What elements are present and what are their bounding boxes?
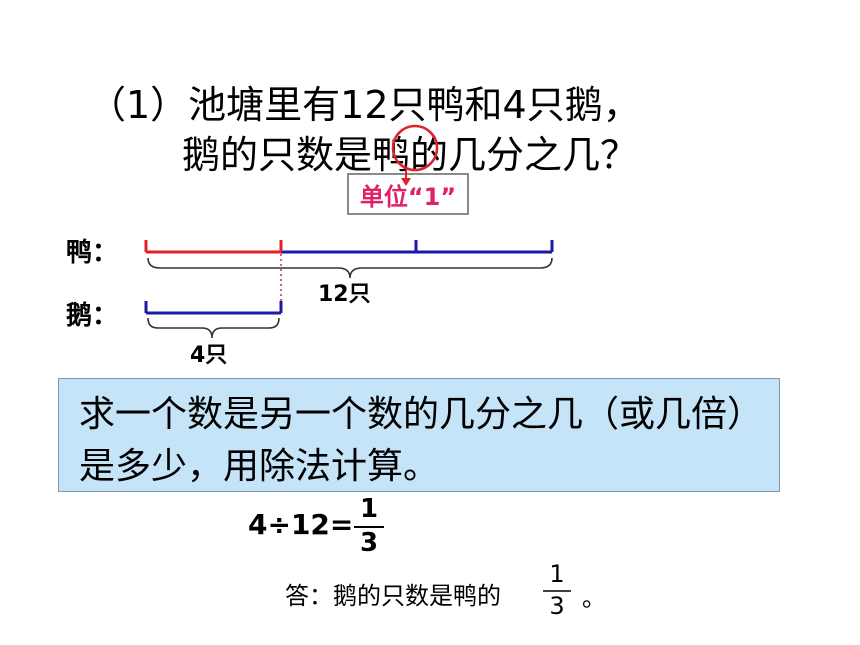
duck-total-label: 12只 [318,282,371,307]
goose-total-label: 4只 [190,343,228,368]
goose-label: 鹅： [66,301,119,331]
answer-denominator: 3 [549,592,565,620]
pointer-arrow [401,178,411,186]
goose-brace [147,317,280,339]
answer-text: 答：鹅的只数是鸭的 [285,576,501,611]
calc-numerator: 1 [359,494,379,524]
unit-one-label: 单位“1” [347,173,469,215]
highlight-circle [391,124,439,172]
calculation-expression: 4÷12= [248,508,354,541]
duck-brace [147,257,553,279]
question-line-1: （1）池塘里有12只鸭和4只鹅， [88,83,641,127]
answer-prefix: 答：鹅的只数是鸭的 [285,582,501,610]
answer-numerator: 1 [549,560,565,588]
duck-label: 鸭： [66,238,119,268]
answer-suffix: 。 [582,584,606,612]
conclusion-box: 求一个数是另一个数的几分之几（或几倍）是多少，用除法计算。 [58,378,780,492]
calc-denominator: 3 [359,528,379,558]
